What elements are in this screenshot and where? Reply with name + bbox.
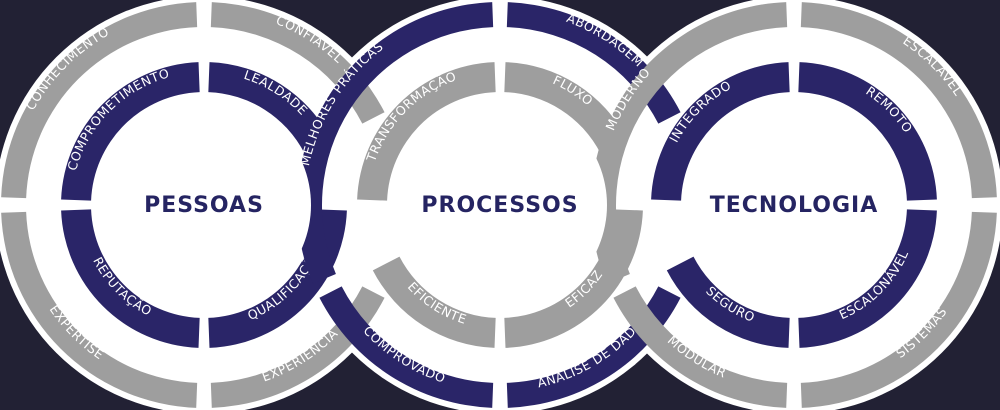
title-pessoas: PESSOAS <box>144 193 264 218</box>
circle-center-0 <box>97 98 311 312</box>
title-tecnologia: TECNOLOGIA <box>710 193 879 218</box>
segment-experiencia <box>210 286 385 408</box>
segment-modular <box>613 286 788 408</box>
center-titles: PESSOAS PROCESSOS TECNOLOGIA <box>144 193 879 218</box>
segment-lealdade <box>208 62 332 154</box>
segment-abordagem <box>506 2 681 124</box>
segment-remoto <box>798 62 937 201</box>
segment-sistemas <box>800 211 997 408</box>
segment-reputacao <box>61 209 200 348</box>
segment-analise-de-dados <box>506 286 681 408</box>
segment-melhores-praticas <box>297 2 494 284</box>
segment-integrado <box>651 62 790 201</box>
segment-expertise <box>1 211 198 408</box>
segment-comprometimento <box>61 62 200 201</box>
segment-transformacao <box>357 62 496 201</box>
segment-moderno <box>590 2 788 284</box>
segment-escalavel <box>800 2 997 199</box>
segment-conhecimento <box>1 2 198 199</box>
segment-escalonavel <box>798 209 937 348</box>
circle-center-1 <box>393 98 607 312</box>
segment-comprovado <box>319 286 494 408</box>
title-processos: PROCESSOS <box>421 193 578 218</box>
segment-confiavel <box>210 2 385 124</box>
segment-seguro <box>666 256 790 348</box>
circle-center-2 <box>687 98 901 312</box>
segment-fluxo <box>504 62 628 154</box>
segment-eficiente <box>372 256 496 348</box>
